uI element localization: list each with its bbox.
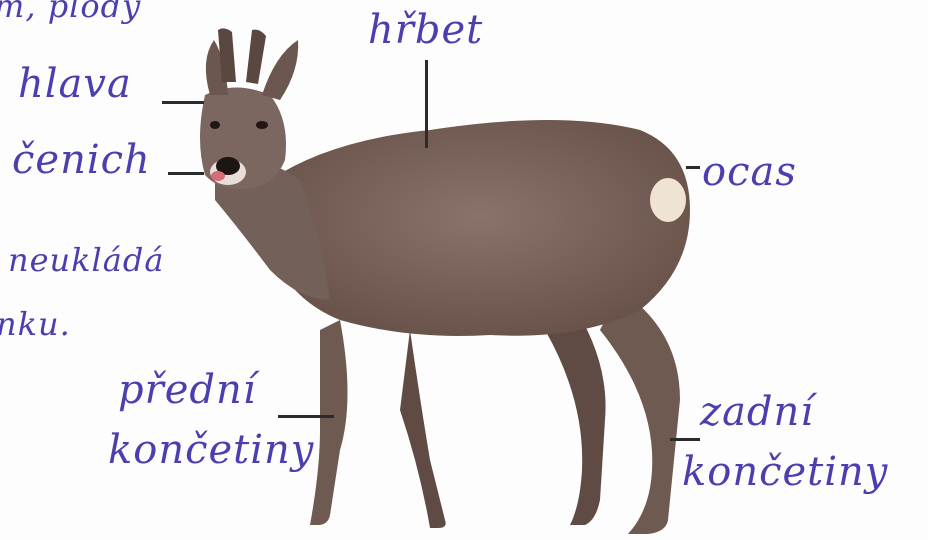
zadni-leader-line — [670, 438, 700, 441]
cenich-leader-line — [168, 172, 204, 175]
ocas-label: ocas — [702, 152, 797, 192]
hlava-leader-line — [162, 101, 204, 104]
top-fragment-label: m, plody — [0, 0, 141, 22]
predni-label-line1: přední — [118, 370, 257, 410]
hrbet-leader-line — [425, 60, 428, 148]
hrbet-label: hřbet — [368, 10, 483, 50]
cenich-label: čenich — [12, 140, 151, 180]
nku-label: nku. — [0, 308, 71, 340]
zadni-label-line2: končetiny — [682, 452, 888, 492]
ocas-leader-line — [686, 166, 700, 169]
predni-label-line2: končetiny — [108, 430, 314, 470]
zadni-label-line1: zadní — [700, 392, 814, 432]
predni-leader-line — [278, 415, 334, 418]
hlava-label: hlava — [18, 64, 132, 104]
neuklada-label: neukládá — [8, 244, 164, 276]
